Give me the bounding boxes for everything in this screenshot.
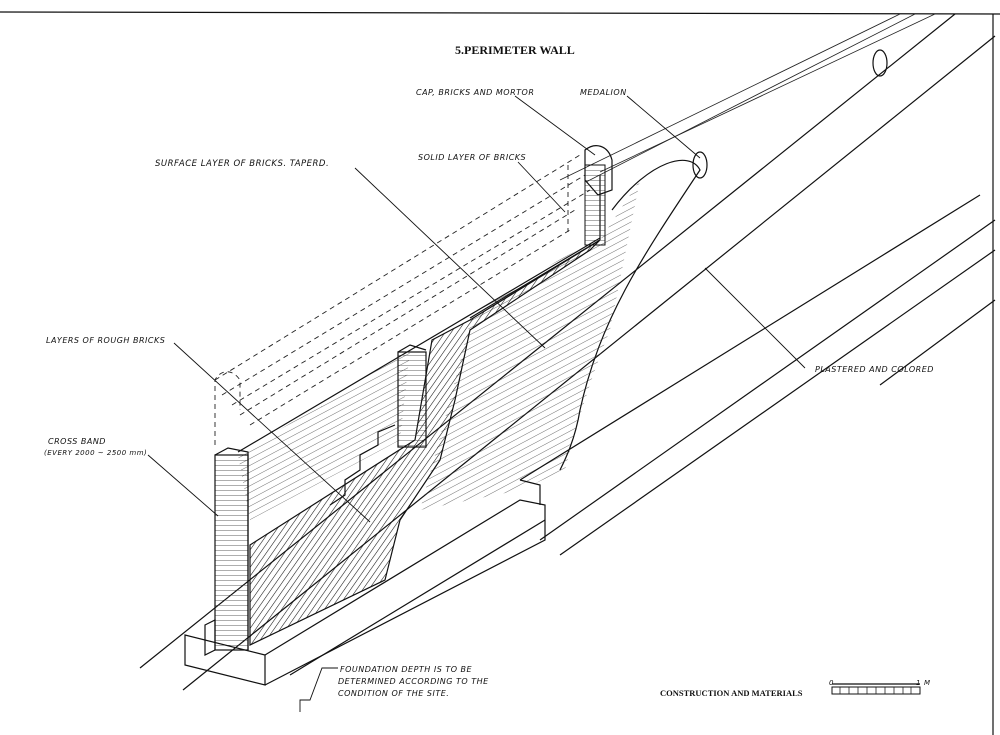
label-cross-band: CROSS BAND [48,437,106,446]
medalion-near [692,151,708,179]
scale-zero: 0 [829,679,834,687]
label-surface: SURFACE LAYER OF BRICKS. TAPERD. [155,159,329,169]
label-foundation-3: CONDITION OF THE SITE. [338,689,449,698]
label-plastered: PLASTERED AND COLORED [815,365,934,374]
wall-cap [584,145,613,246]
scale-unit: M [924,679,931,687]
label-solid: SOLID LAYER OF BRICKS [418,153,526,162]
drawing-title: 5.PERIMETER WALL [455,43,575,57]
label-medalion: MEDALION [580,88,627,97]
label-cross-band-interval: (EVERY 2000 ~ 2500 mm) [44,449,147,457]
cross-band-pier [204,447,249,656]
label-rough: LAYERS OF ROUGH BRICKS [46,336,165,345]
stepped-notch [329,424,396,506]
label-foundation-1: FOUNDATION DEPTH IS TO BE [340,665,473,674]
leader-lines [147,95,806,712]
brick-courses-left [238,235,600,520]
middle-pier [397,344,427,448]
sheet-border [0,11,1000,735]
brick-courses-upper [420,180,640,510]
medalion-far [872,49,888,77]
foundation-steps [184,194,981,686]
label-foundation-2: DETERMINED ACCORDING TO THE [338,677,489,686]
scale-bar: 0 1 M [829,679,931,695]
footer-title: CONSTRUCTION AND MATERIALS [660,688,803,698]
scale-one: 1 [916,679,921,687]
label-cap: CAP, BRICKS AND MORTOR [416,88,534,97]
